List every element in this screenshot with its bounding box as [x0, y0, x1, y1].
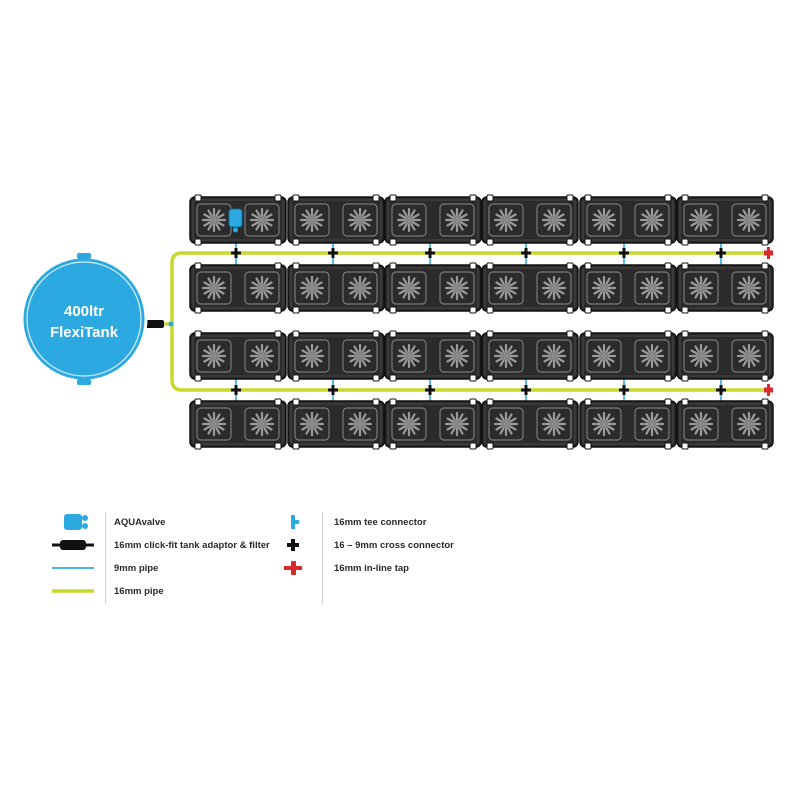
plant-site-right — [244, 271, 280, 305]
plant-site-right — [634, 339, 670, 373]
cross-connector-run1-4 — [521, 248, 531, 258]
plant-site-left — [391, 407, 427, 441]
plant-site-right — [244, 339, 280, 373]
cross-connector-run1-5 — [619, 248, 629, 258]
plant-site-left — [488, 339, 524, 373]
inline-tap-run1 — [764, 247, 773, 259]
pot-r3-c5 — [579, 330, 677, 382]
pot-r3-c6 — [676, 330, 774, 382]
plant-site-right — [439, 407, 475, 441]
pipes-16mm — [148, 251, 766, 392]
cross-connector-run2-1 — [231, 385, 241, 395]
pot-r2-c5 — [579, 262, 677, 314]
plant-site-left — [294, 203, 330, 237]
inline-tap-run2 — [764, 384, 773, 396]
plant-site-left — [683, 339, 719, 373]
plant-site-left — [586, 271, 622, 305]
cross-connector-run1-3 — [425, 248, 435, 258]
plant-site-right — [536, 203, 572, 237]
plant-site-right — [731, 407, 767, 441]
plant-site-left — [488, 407, 524, 441]
plant-site-right — [244, 203, 280, 237]
plant-site-right — [342, 407, 378, 441]
plant-site-right — [439, 203, 475, 237]
cross-connector-run1-1 — [231, 248, 241, 258]
cross-connector-run1-2 — [328, 248, 338, 258]
plant-site-left — [586, 203, 622, 237]
plant-site-right — [439, 271, 475, 305]
plant-site-right — [536, 407, 572, 441]
aquavalve — [228, 208, 243, 233]
tank-inner-ring — [26, 261, 142, 377]
plant-site-right — [634, 203, 670, 237]
plant-site-right — [342, 339, 378, 373]
plant-site-left — [683, 203, 719, 237]
pot-r4-c2 — [287, 398, 385, 450]
flexitank: 400ltr FlexiTank — [20, 253, 148, 385]
plant-site-right — [342, 271, 378, 305]
plant-site-left — [294, 271, 330, 305]
plant-site-left — [488, 203, 524, 237]
cross-connector-run1-6 — [716, 248, 726, 258]
pot-r2-c1 — [189, 262, 287, 314]
plant-site-right — [634, 407, 670, 441]
pipe-16mm-lower — [170, 324, 766, 392]
plant-site-right — [536, 339, 572, 373]
plant-site-right — [731, 339, 767, 373]
plant-site-left — [294, 407, 330, 441]
tank-top-tab — [77, 253, 91, 259]
cross-connector-run2-6 — [716, 385, 726, 395]
pot-r2-c3 — [384, 262, 482, 314]
plant-site-right — [731, 271, 767, 305]
plant-site-right — [244, 407, 280, 441]
pot-r3-c4 — [481, 330, 579, 382]
cross-connector-run2-4 — [521, 385, 531, 395]
pot-r1-c3 — [384, 194, 482, 246]
plant-site-left — [683, 407, 719, 441]
pot-r3-c2 — [287, 330, 385, 382]
pot-r4-c6 — [676, 398, 774, 450]
pot-grid — [189, 194, 774, 450]
cross-connector-run2-2 — [328, 385, 338, 395]
pot-r1-c6 — [676, 194, 774, 246]
plant-site-right — [342, 203, 378, 237]
plant-site-left — [294, 339, 330, 373]
pot-r4-c1 — [189, 398, 287, 450]
plant-site-right — [439, 339, 475, 373]
plant-site-right — [634, 271, 670, 305]
pipe-16mm-main — [148, 251, 766, 326]
plant-site-left — [196, 339, 232, 373]
plant-site-left — [391, 203, 427, 237]
pot-r3-c1 — [189, 330, 287, 382]
tank-label-name: FlexiTank — [50, 324, 119, 341]
plant-site-left — [196, 407, 232, 441]
pot-r3-c3 — [384, 330, 482, 382]
plant-site-left — [586, 339, 622, 373]
tank-bottom-tab — [77, 379, 91, 385]
plant-site-left — [488, 271, 524, 305]
pot-r4-c5 — [579, 398, 677, 450]
plant-site-right — [536, 271, 572, 305]
plant-site-left — [196, 271, 232, 305]
plant-site-left — [586, 407, 622, 441]
pot-r1-c4 — [481, 194, 579, 246]
tank-label-capacity: 400ltr — [64, 303, 104, 320]
plant-site-right — [731, 203, 767, 237]
pot-r2-c4 — [481, 262, 579, 314]
plant-site-left — [683, 271, 719, 305]
pot-r4-c4 — [481, 398, 579, 450]
plant-site-left — [391, 339, 427, 373]
pot-r4-c3 — [384, 398, 482, 450]
pot-r2-c6 — [676, 262, 774, 314]
cross-connector-run2-5 — [619, 385, 629, 395]
pot-r1-c2 — [287, 194, 385, 246]
pot-r2-c2 — [287, 262, 385, 314]
pot-r1-c5 — [579, 194, 677, 246]
plant-site-left — [391, 271, 427, 305]
cross-connector-run2-3 — [425, 385, 435, 395]
